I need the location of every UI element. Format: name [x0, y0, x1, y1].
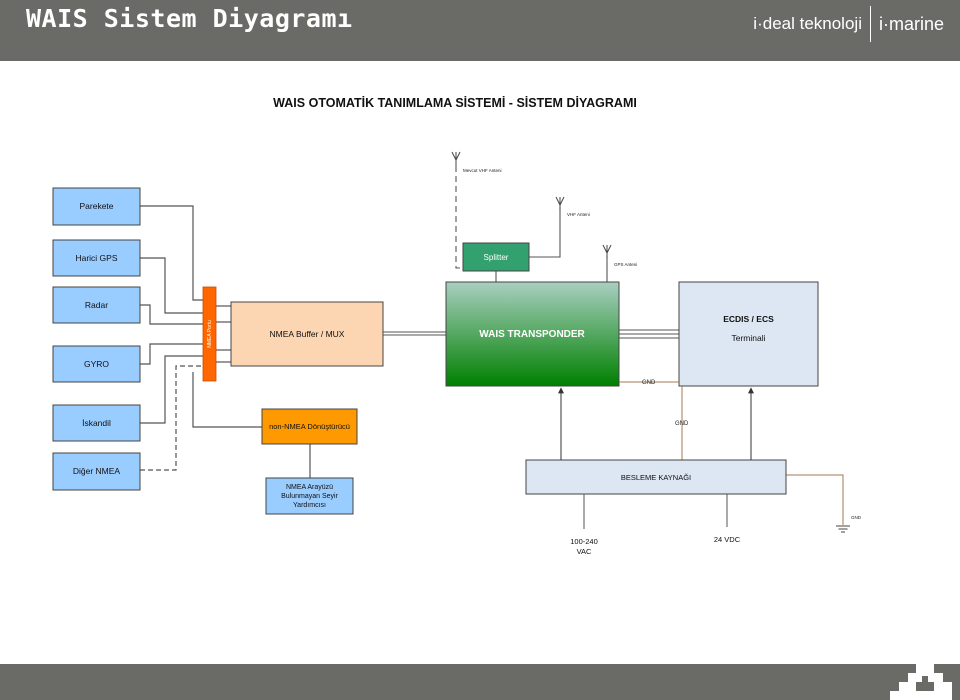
staircase-logo-icon: [890, 664, 952, 700]
system-diagram: WAIS OTOMATİK TANIMLAMA SİSTEMİ - SİSTEM…: [52, 95, 862, 556]
nav-aid-line-1: NMEA Arayüzü: [286, 484, 333, 491]
imarine-logo: i·marine: [878, 13, 944, 34]
sensor-harici-gps-label: Harici GPS: [75, 253, 117, 263]
power-supply: BESLEME KAYNAĞI: [525, 459, 787, 495]
non-nmea-converter: non-NMEA Dönüştürücü: [261, 408, 358, 445]
ac-input-line-1: 100-240: [570, 537, 598, 546]
existing-vhf-antenna-icon: [451, 151, 461, 166]
sensor-radar-label: Radar: [85, 300, 108, 310]
ac-input-line-2: VAC: [577, 547, 592, 556]
nav-aid-line-3: Yardımcısı: [293, 502, 326, 509]
wais-transponder-label: WAIS TRANSPONDER: [479, 329, 585, 340]
gnd-wires: [619, 381, 844, 525]
diagram-title: WAIS OTOMATİK TANIMLAMA SİSTEMİ - SİSTEM…: [273, 95, 637, 110]
buffer-to-transponder-wires: [383, 331, 446, 336]
wais-transponder: WAIS TRANSPONDER: [445, 281, 620, 387]
nav-aid-line-2: Bulunmayan Seyir: [281, 493, 338, 500]
logo-divider: [869, 6, 871, 42]
sensor-diger-nmea-label: Diğer NMEA: [73, 466, 121, 476]
sensor-radar: Radar: [52, 286, 141, 324]
sensor-parekete: Parekete: [52, 187, 141, 226]
ecdis-terminal: ECDIS / ECS Terminali: [678, 281, 819, 387]
nmea-buffer-label: NMEA Buffer / MUX: [270, 329, 345, 339]
ecdis-terminal-subtitle: Terminali: [731, 333, 765, 343]
sensor-diger-nmea: Diğer NMEA: [52, 452, 141, 491]
power-arrows: [558, 387, 754, 460]
splitter-label: Splitter: [484, 253, 509, 262]
ideal-teknoloji-logo: i·deal teknoloji: [753, 14, 862, 33]
vhf-antenna-label: VHF Anteni: [567, 212, 590, 217]
nmea-ports-bar: NMEA Portu: [202, 286, 217, 382]
ground-symbol-icon: [836, 525, 850, 533]
vhf-antenna-icon: [555, 196, 565, 210]
sensor-gyro-label: GYRO: [84, 359, 109, 369]
sensor-iskandil-label: İskandil: [82, 418, 111, 428]
logo-group: i·deal teknoloji i·marine: [753, 4, 944, 44]
transponder-to-ecdis-wires: [619, 329, 679, 339]
sensor-iskandil: İskandil: [52, 404, 141, 442]
existing-vhf-antenna-label: Mevcut VHF Anteni: [463, 168, 502, 173]
sensor-harici-gps: Harici GPS: [52, 239, 141, 277]
sensor-wires: [140, 205, 311, 478]
ecdis-terminal-title: ECDIS / ECS: [723, 314, 774, 324]
gps-antenna-icon: [602, 244, 612, 258]
sensor-gyro: GYRO: [52, 345, 141, 383]
footer-bar: [0, 664, 960, 700]
slide-title: WAIS Sistem Diyagramı: [26, 4, 353, 33]
antenna-wires: [455, 166, 608, 282]
dc-input-label: 24 VDC: [714, 535, 741, 544]
sensor-parekete-label: Parekete: [79, 201, 113, 211]
non-nmea-converter-label: non-NMEA Dönüştürücü: [269, 422, 350, 431]
title-bar: WAIS Sistem Diyagramı i·deal teknoloji i…: [0, 0, 960, 61]
nmea-buffer-mux: NMEA Buffer / MUX: [230, 301, 384, 367]
power-inputs: [583, 494, 728, 529]
gps-antenna-label: GPS Anteni: [614, 262, 637, 267]
gnd-label-ground: GND: [851, 515, 862, 520]
gnd-label-terminal: GND: [675, 421, 689, 427]
splitter-box: Splitter: [462, 242, 530, 272]
power-supply-label: BESLEME KAYNAĞI: [621, 473, 691, 482]
gnd-label-transponder: GND: [642, 380, 656, 386]
nmea-ports-label: NMEA Portu: [207, 320, 213, 348]
nav-aid-box: NMEA Arayüzü Bulunmayan Seyir Yardımcısı: [265, 477, 354, 515]
